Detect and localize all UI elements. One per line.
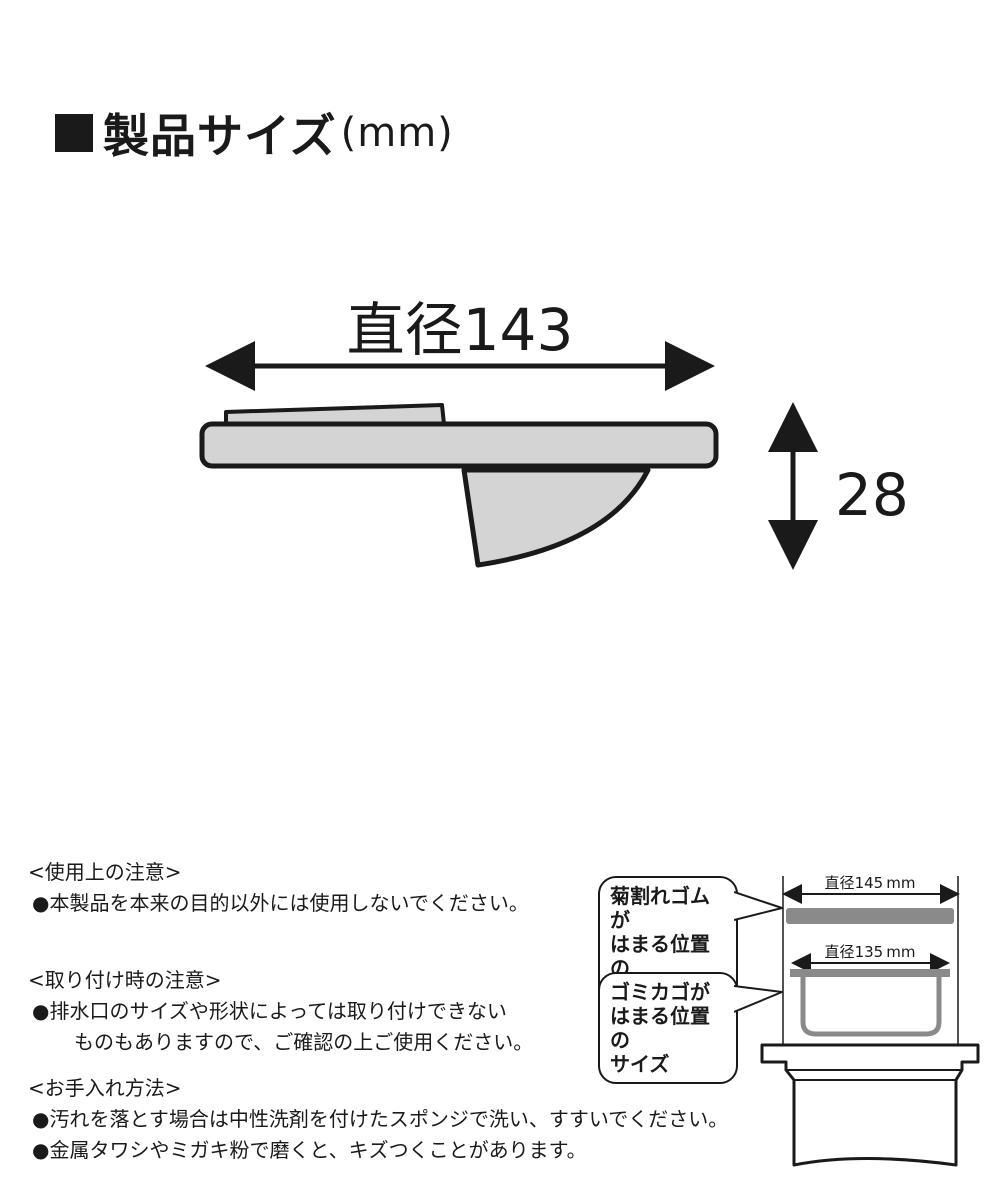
trash-basket [800,977,942,1037]
diameter-label: 直径143 [347,296,574,364]
height-label: 28 [835,461,909,529]
usage-heading: <使用上の注意> [28,860,182,884]
install-heading: <取り付け時の注意> [28,968,222,992]
drain-housing [760,1043,980,1167]
title-unit: (mm) [340,110,454,156]
rubber-ring-position [786,908,954,924]
care-item-2: ●金属タワシやミガキ粉で磨くと、キズつくことがあります。 [32,1138,587,1162]
care-item-1: ●汚れを落とす場合は中性洗剤を付けたスポンジで洗い、すすいでください。 [32,1107,729,1131]
page-title: 製品サイズ (mm) [55,100,454,166]
usage-notes: <使用上の注意> ●本製品を本来の目的以外には使用しないでください。 [28,857,529,919]
callout-rubber-ring-pointer [734,891,783,921]
care-heading: <お手入れ方法> [28,1076,182,1100]
callout-trash-basket-pointer [734,985,783,1013]
title-text: 製品サイズ [103,109,337,163]
callout-trash-basket: ゴミカゴが はまる位置の サイズ [598,972,738,1084]
install-item: ●排水口のサイズや形状によっては取り付けできない [32,999,507,1023]
care-notes: <お手入れ方法> ●汚れを落とす場合は中性洗剤を付けたスポンジで洗い、すすいでく… [28,1073,728,1166]
square-bullet-icon [55,114,93,152]
usage-item: ●本製品を本来の目的以外には使用しないでください。 [32,891,529,915]
product-profile-illustration [199,403,719,568]
install-item-continued: ものもありますので、ご確認の上ご使用ください。 [74,1030,534,1054]
install-notes: <取り付け時の注意> ●排水口のサイズや形状によっては取り付けできない ものもあ… [28,965,533,1058]
basket-rim-position [790,969,950,977]
